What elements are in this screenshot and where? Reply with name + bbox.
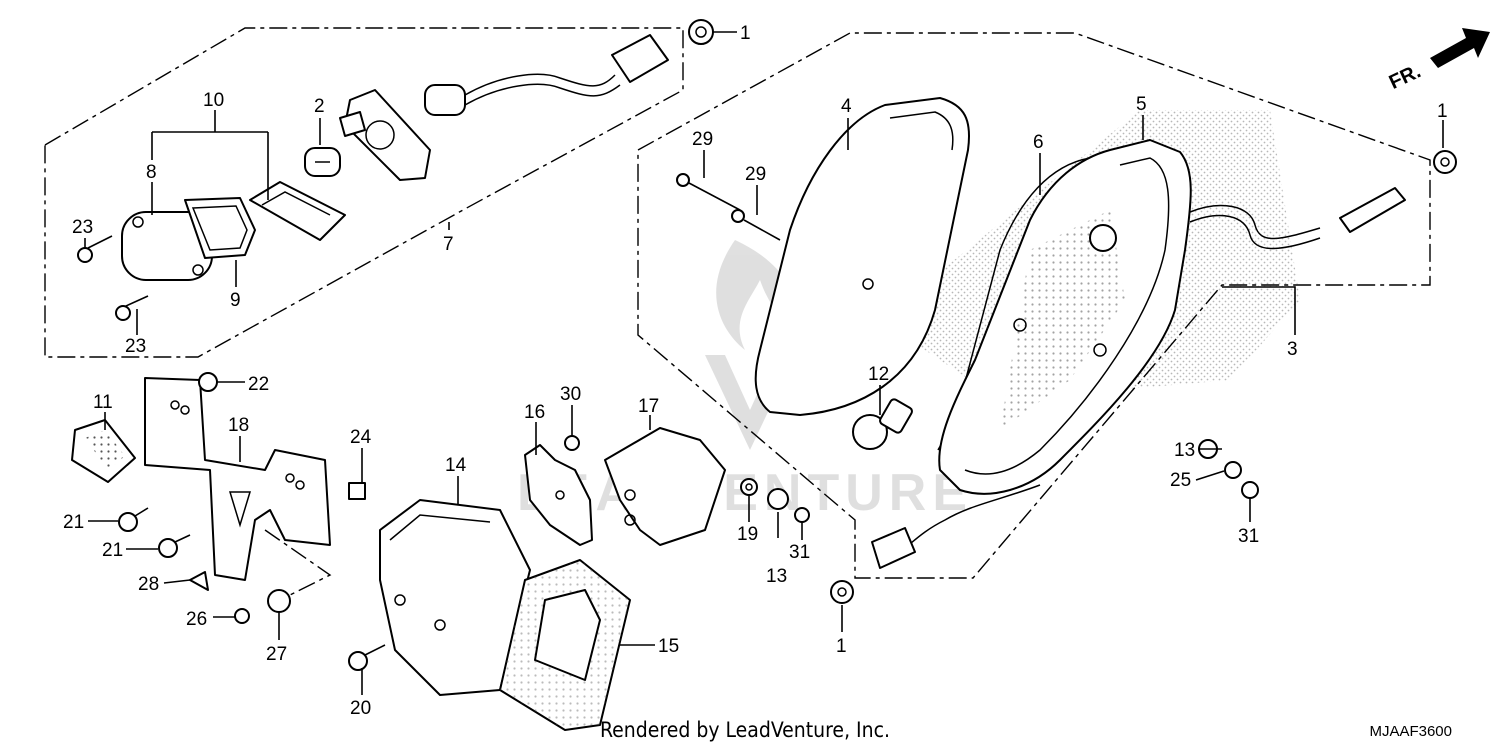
grommet-1-bottom bbox=[830, 580, 854, 604]
callout-1-right: 1 bbox=[1437, 101, 1448, 122]
callout-19: 19 bbox=[737, 524, 758, 545]
callout-1-bottom: 1 bbox=[836, 636, 847, 657]
bolt-20 bbox=[348, 644, 386, 671]
group-outline-3 bbox=[637, 32, 1431, 579]
reflector-11 bbox=[71, 419, 136, 483]
callout-25: 25 bbox=[1170, 470, 1191, 491]
nut-28 bbox=[189, 571, 209, 591]
callout-7: 7 bbox=[443, 234, 454, 255]
bolt-21-upper bbox=[118, 507, 149, 532]
screw-23-lower bbox=[115, 295, 149, 321]
tail-light-housing-5 bbox=[938, 139, 1192, 495]
grommet-1-right bbox=[1433, 150, 1457, 174]
callout-20: 20 bbox=[350, 698, 371, 719]
screw-26 bbox=[234, 608, 250, 624]
callout-12: 12 bbox=[868, 364, 889, 385]
callout-23-upper: 23 bbox=[72, 217, 93, 238]
license-light-wire bbox=[424, 34, 669, 116]
callout-4: 4 bbox=[841, 96, 852, 117]
license-light-housing bbox=[339, 89, 431, 181]
license-light-gasket bbox=[184, 197, 256, 259]
footer-credit: Rendered by LeadVenture, Inc. bbox=[600, 718, 890, 742]
group-outline-7 bbox=[44, 27, 684, 358]
callout-2: 2 bbox=[314, 96, 325, 117]
nut-31-right bbox=[1241, 481, 1259, 499]
callout-11: 11 bbox=[93, 392, 113, 413]
callout-13-center: 13 bbox=[766, 566, 787, 587]
watermark-logo: LEADVENTURE bbox=[517, 240, 973, 522]
diagram-code: MJAAF3600 bbox=[1369, 723, 1452, 740]
front-direction-arrow: FR. bbox=[1386, 28, 1490, 94]
callout-13-right: 13 bbox=[1174, 440, 1195, 461]
screw-29-lower bbox=[731, 209, 781, 241]
callout-6: 6 bbox=[1033, 132, 1044, 153]
callout-3: 3 bbox=[1287, 339, 1298, 360]
leader-lines bbox=[84, 31, 1444, 695]
nut-31-center bbox=[794, 507, 810, 523]
tail-light-wire bbox=[871, 187, 1406, 569]
washer-19 bbox=[740, 478, 758, 496]
callout-21-upper: 21 bbox=[63, 512, 84, 533]
callout-9: 9 bbox=[230, 290, 241, 311]
callout-24: 24 bbox=[350, 427, 372, 448]
callout-8: 8 bbox=[146, 162, 157, 183]
nut-22 bbox=[198, 372, 218, 392]
watermark-text: LEADVENTURE bbox=[517, 464, 973, 522]
grommet-27 bbox=[267, 589, 291, 613]
gasket-15 bbox=[499, 559, 631, 731]
callout-31-center: 31 bbox=[789, 542, 810, 563]
callout-18: 18 bbox=[228, 415, 249, 436]
tail-light-lens-4 bbox=[754, 97, 970, 416]
grommet-13-center bbox=[767, 488, 789, 510]
collar-25 bbox=[1224, 461, 1242, 479]
screw-23-upper bbox=[77, 235, 113, 263]
callout-5: 5 bbox=[1136, 94, 1147, 115]
callout-29-lower: 29 bbox=[745, 164, 766, 185]
callout-26: 26 bbox=[186, 609, 207, 630]
bolt-21-lower bbox=[158, 534, 191, 558]
direction-label: FR. bbox=[1386, 60, 1424, 94]
grommet-1-top bbox=[688, 19, 714, 45]
nut-30 bbox=[564, 435, 580, 451]
callout-23-lower: 23 bbox=[125, 336, 146, 357]
callout-31-right: 31 bbox=[1238, 526, 1259, 547]
bulb-socket-2 bbox=[304, 147, 341, 177]
callout-15: 15 bbox=[658, 636, 679, 657]
callout-27: 27 bbox=[266, 644, 287, 665]
callout-21-lower: 21 bbox=[102, 540, 123, 561]
callout-labels: 1 1 1 2 3 4 5 6 7 8 9 10 11 12 13 13 14 … bbox=[63, 23, 1448, 719]
group-outline-18 bbox=[264, 529, 332, 601]
callout-16: 16 bbox=[524, 402, 545, 423]
bulb-12 bbox=[852, 398, 913, 450]
callout-10: 10 bbox=[203, 90, 224, 111]
tail-light-seal-6 bbox=[937, 157, 1121, 451]
stay-16 bbox=[524, 444, 593, 546]
callout-1-top: 1 bbox=[740, 23, 751, 44]
callout-30: 30 bbox=[560, 384, 581, 405]
callout-17: 17 bbox=[638, 396, 659, 417]
callout-29-upper: 29 bbox=[692, 129, 713, 150]
callout-22: 22 bbox=[248, 374, 269, 395]
clip-24 bbox=[348, 482, 366, 500]
license-bracket-18 bbox=[144, 377, 331, 581]
callout-28: 28 bbox=[138, 574, 159, 595]
bracket-17 bbox=[604, 427, 726, 546]
callout-14: 14 bbox=[445, 455, 467, 476]
screw-29-upper bbox=[676, 173, 741, 211]
license-light-reflector bbox=[249, 181, 346, 241]
